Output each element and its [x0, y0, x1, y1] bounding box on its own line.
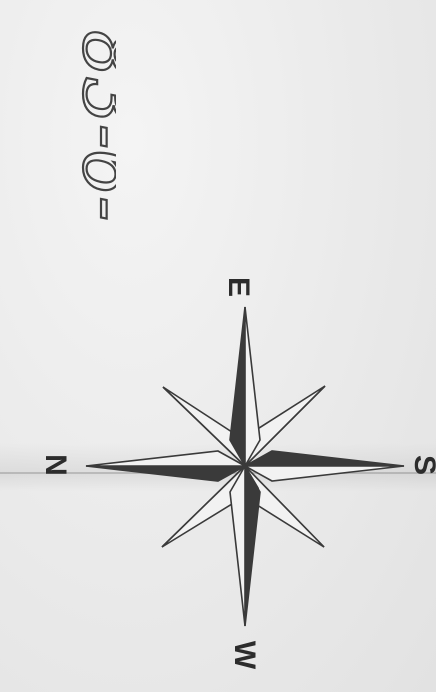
- compass-point-e: [230, 307, 245, 466]
- compass-point-e-light: [245, 307, 260, 466]
- compass-label-south: S: [409, 455, 436, 475]
- compass-point-s-light: [245, 466, 404, 481]
- compass-rose-icon: [40, 255, 436, 692]
- handwritten-note: 83-6-: [6, 20, 116, 240]
- handwritten-note-text: 83-6-: [66, 30, 116, 221]
- compass-point-w: [245, 466, 260, 626]
- compass-point-n-light: [86, 451, 245, 466]
- compass-label-north: N: [40, 454, 70, 476]
- compass-label-east: E: [223, 277, 253, 297]
- compass-point-n: [86, 466, 245, 481]
- compass-point-s: [245, 451, 404, 466]
- compass-label-west: W: [229, 641, 259, 669]
- compass-point-w-light: [230, 466, 245, 626]
